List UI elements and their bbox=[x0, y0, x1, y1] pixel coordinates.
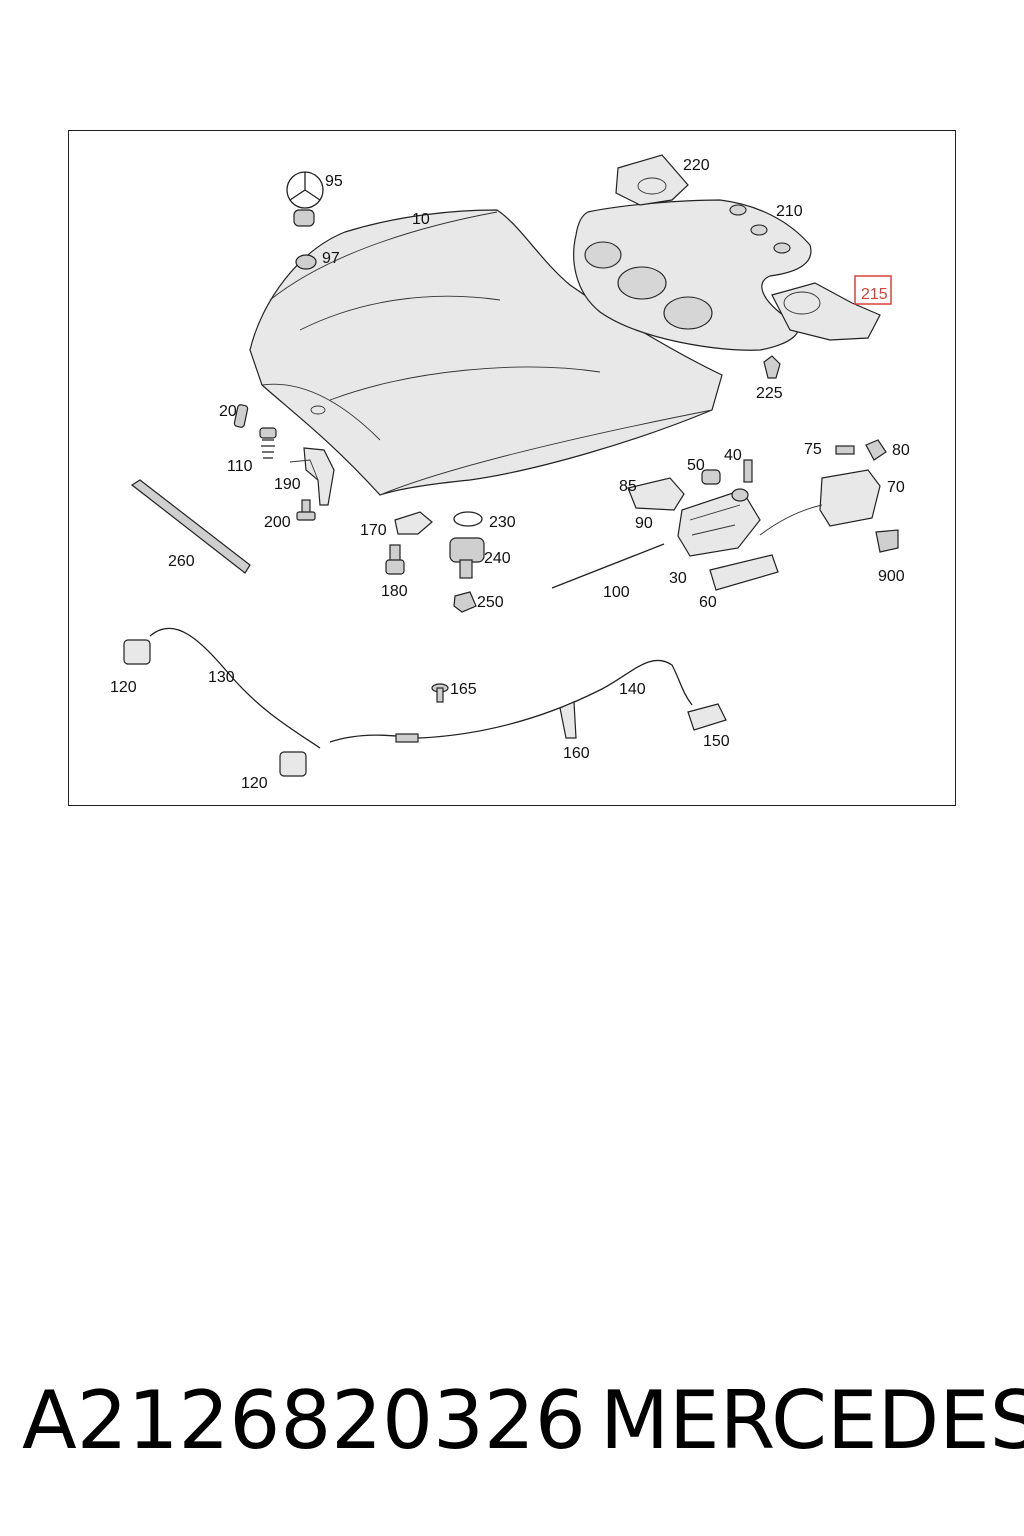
connector-900 bbox=[875, 529, 899, 553]
callout-70: 70 bbox=[887, 479, 905, 496]
callout-20: 20 bbox=[219, 403, 237, 420]
cable-130 bbox=[149, 627, 321, 749]
callout-220: 220 bbox=[683, 157, 710, 174]
emblem-seal bbox=[295, 254, 317, 270]
callout-110: 110 bbox=[227, 458, 253, 475]
callout-90: 90 bbox=[635, 515, 653, 532]
callout-10: 10 bbox=[412, 211, 430, 228]
seal-strip-260 bbox=[130, 479, 251, 574]
callout-95: 95 bbox=[325, 173, 343, 190]
callout-160: 160 bbox=[563, 745, 590, 762]
bolt-180 bbox=[385, 544, 405, 575]
latch-150 bbox=[687, 703, 727, 731]
callout-200: 200 bbox=[264, 514, 291, 531]
insulation-piece-215 bbox=[771, 282, 881, 341]
callout-40: 40 bbox=[724, 447, 742, 464]
star-emblem bbox=[286, 171, 324, 227]
bracket-160 bbox=[559, 701, 577, 739]
hood-lock-30 bbox=[677, 488, 761, 557]
highlight-box-215 bbox=[854, 275, 892, 305]
lever-85-90 bbox=[627, 477, 685, 511]
handle-60 bbox=[709, 554, 779, 591]
callout-120-upper: 120 bbox=[110, 679, 137, 696]
bumper-240 bbox=[449, 537, 485, 579]
latch-120-upper bbox=[123, 639, 151, 665]
clip-225 bbox=[763, 355, 781, 379]
part-20 bbox=[233, 404, 249, 428]
callout-60: 60 bbox=[699, 594, 717, 611]
callout-97: 97 bbox=[322, 250, 340, 267]
gas-strut-100 bbox=[551, 543, 665, 589]
part-50 bbox=[701, 469, 721, 485]
callout-215: 215 bbox=[861, 286, 888, 303]
callout-85: 85 bbox=[619, 478, 637, 495]
callout-225: 225 bbox=[756, 385, 783, 402]
hood-panel bbox=[249, 209, 723, 496]
callout-900: 900 bbox=[878, 568, 905, 585]
parts-diagram: 95 97 10 220 210 215 225 20 110 190 200 … bbox=[110, 154, 910, 792]
callout-240: 240 bbox=[484, 550, 511, 567]
callout-80: 80 bbox=[892, 442, 910, 459]
callout-50: 50 bbox=[687, 457, 705, 474]
insulation-piece-220 bbox=[615, 154, 689, 206]
bolt-75 bbox=[835, 445, 855, 455]
callout-190: 190 bbox=[274, 476, 301, 493]
callout-30: 30 bbox=[669, 570, 687, 587]
callout-210: 210 bbox=[776, 203, 803, 220]
nut-250 bbox=[453, 591, 477, 613]
cable-140 bbox=[329, 659, 693, 743]
callout-230: 230 bbox=[489, 514, 516, 531]
footer: A2126820326 MERCEDES bbox=[22, 1374, 1024, 1467]
callout-140: 140 bbox=[619, 681, 646, 698]
latch-120-lower bbox=[279, 751, 307, 777]
callout-120-lower: 120 bbox=[241, 775, 268, 792]
actuator-70 bbox=[759, 469, 881, 536]
callout-260: 260 bbox=[168, 553, 195, 570]
rivet-165 bbox=[431, 683, 449, 703]
bolt-200 bbox=[296, 499, 316, 521]
brand-name: MERCEDES bbox=[600, 1374, 1024, 1467]
callout-180: 180 bbox=[381, 583, 408, 600]
callout-75: 75 bbox=[804, 441, 822, 458]
part-number: A2126820326 bbox=[22, 1374, 586, 1467]
callout-170: 170 bbox=[360, 522, 387, 539]
callout-130: 130 bbox=[208, 669, 235, 686]
washer-230 bbox=[453, 511, 483, 527]
hood-bumper-110 bbox=[259, 427, 277, 459]
insulation-mat bbox=[573, 199, 812, 351]
part-170 bbox=[394, 511, 433, 535]
callout-250: 250 bbox=[477, 594, 504, 611]
callout-100: 100 bbox=[603, 584, 630, 601]
callout-165: 165 bbox=[450, 681, 477, 698]
hood-hinge-190 bbox=[289, 447, 335, 506]
nut-80 bbox=[865, 439, 887, 461]
diagram-frame bbox=[68, 130, 956, 806]
bolt-40 bbox=[743, 459, 753, 483]
callout-150: 150 bbox=[703, 733, 730, 750]
